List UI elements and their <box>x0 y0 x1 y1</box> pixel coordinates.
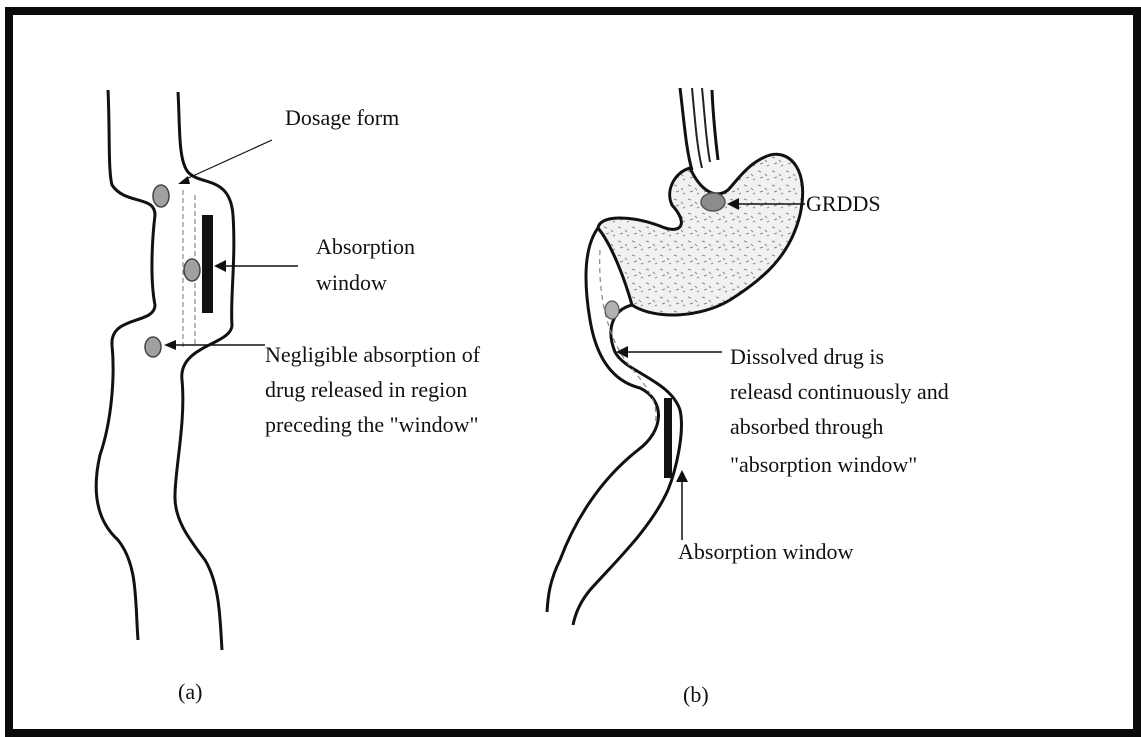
dosage-form-tablet-1 <box>153 185 169 207</box>
label-dissolved-line2: releasd continuously and <box>730 377 949 406</box>
label-negligible-line1: Negligible absorption of <box>265 340 480 369</box>
panel-a-intestine <box>96 90 298 650</box>
label-dissolved-line1: Dissolved drug is <box>730 342 884 371</box>
label-negligible-line3: preceding the "window" <box>265 410 478 439</box>
label-grdds: GRDDS <box>806 189 881 218</box>
label-absorption-window-a-line2: window <box>316 268 387 297</box>
stomach <box>598 154 803 315</box>
absorption-window-bar-b <box>664 398 672 478</box>
caption-a: (a) <box>178 677 202 706</box>
dosage-form-tablet-2 <box>184 259 200 281</box>
label-absorption-window-a-line1: Absorption <box>316 232 415 261</box>
label-dosage-form: Dosage form <box>285 103 399 132</box>
intestine-right-wall <box>175 92 234 650</box>
label-negligible-line2: drug released in region <box>265 375 467 404</box>
label-dissolved-line3: absorbed through <box>730 412 883 441</box>
absorption-window-bar-a <box>202 215 213 313</box>
grdds-tablet <box>701 193 725 211</box>
dosage-form-tablet-3 <box>145 337 161 357</box>
intestine-left-wall <box>96 90 155 640</box>
caption-b: (b) <box>683 680 709 709</box>
label-absorption-window-b: Absorption window <box>678 537 853 566</box>
label-dissolved-line4: "absorption window" <box>730 450 917 479</box>
